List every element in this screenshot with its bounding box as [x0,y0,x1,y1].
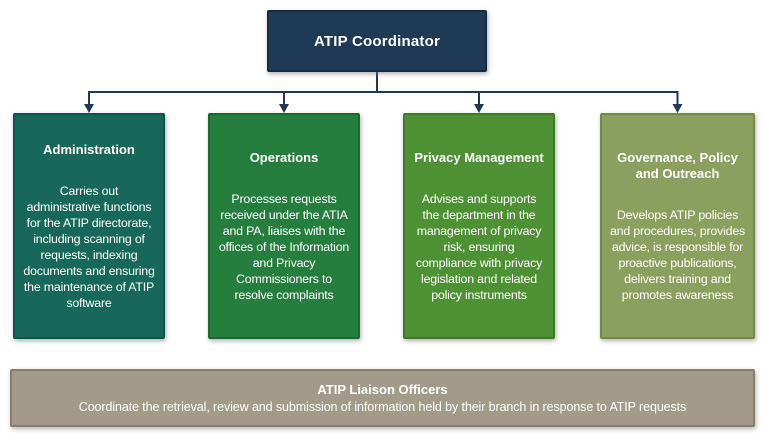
node-operations-title: Operations [249,149,319,165]
node-atip-coordinator: ATIP Coordinator [267,10,487,72]
node-operations: Operations Processes requests received u… [208,113,360,339]
node-privacy-management-body: Advises and supports the department in t… [415,191,543,302]
node-administration: Administration Carries out administrativ… [13,113,165,339]
node-administration-title: Administration [43,141,135,157]
node-privacy-management: Privacy Management Advises and supports … [403,113,555,339]
arrowhead-icon-4 [672,104,683,113]
node-privacy-management-title: Privacy Management [414,149,544,165]
bar-atip-liaison-officers-title: ATIP Liaison Officers [317,381,448,397]
node-governance-policy-outreach-title: Governance, Policy and Outreach [617,149,738,181]
arrowhead-icon-1 [84,104,94,113]
node-operations-body: Processes requests received under the AT… [218,191,350,302]
node-atip-coordinator-title: ATIP Coordinator [314,32,440,50]
arrowhead-icon-3 [474,104,484,113]
node-governance-policy-outreach-body: Develops ATIP policies and procedures, p… [609,207,746,302]
bar-atip-liaison-officers: ATIP Liaison Officers Coordinate the ret… [10,369,755,427]
node-governance-policy-outreach: Governance, Policy and Outreach Develops… [600,113,755,339]
node-administration-body: Carries out administrative functions for… [23,183,155,310]
bar-atip-liaison-officers-body: Coordinate the retrieval, review and sub… [78,399,687,414]
arrowhead-icon-2 [279,104,289,113]
